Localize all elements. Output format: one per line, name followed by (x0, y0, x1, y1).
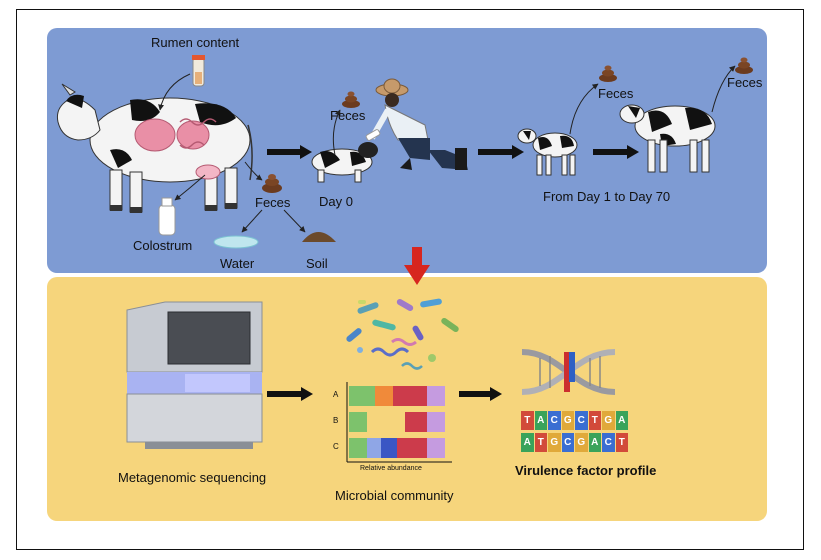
dna-bottom-base: A (588, 433, 601, 452)
cow-feces-label: Feces (255, 195, 291, 210)
dna-bottom-base: C (602, 433, 615, 452)
microbial-community-label: Microbial community (335, 488, 454, 503)
dna-helix-illustration (521, 349, 616, 395)
dna-top-base: T (588, 411, 601, 430)
sample-tube-icon (192, 55, 205, 87)
dna-bottom-base: C (561, 433, 574, 452)
cow-feces-icon (262, 174, 282, 193)
soil-icon (302, 232, 336, 242)
microbes-illustration (346, 298, 459, 370)
dna-bottom-base: T (534, 433, 547, 452)
rumen-content-label: Rumen content (151, 35, 240, 50)
older-calf-feces-label: Feces (727, 75, 763, 90)
dna-top-base: A (534, 411, 547, 430)
colostrum-bottle-icon (158, 197, 176, 236)
soil-label: Soil (306, 256, 328, 271)
dna-bottom-base: G (548, 433, 561, 452)
dna-top-base: G (561, 411, 574, 430)
dna-top-base: A (615, 411, 628, 430)
dna-top-base: G (602, 411, 615, 430)
virulence-factor-label: Virulence factor profile (515, 463, 657, 478)
young-calf-feces-icon (599, 65, 617, 82)
young-calf-illustration (517, 128, 578, 176)
calf-feces-icon (342, 91, 360, 108)
farmer-illustration (365, 78, 468, 170)
young-calf-feces-label: Feces (598, 86, 634, 101)
dna-bottom-base: G (575, 433, 588, 452)
water-icon (213, 235, 259, 249)
figure-frame (16, 9, 804, 550)
abundance-chart (346, 382, 452, 463)
sequencer-illustration (126, 301, 263, 449)
dna-bottom-base: A (521, 433, 534, 452)
bar-row-label-a: A (333, 390, 339, 399)
dna-top-base: C (575, 411, 588, 430)
dna-bottom-base: T (615, 433, 628, 452)
relative-abundance-label: Relative abundance (360, 465, 422, 472)
water-label: Water (220, 256, 255, 271)
older-calf-illustration (619, 104, 716, 173)
bar-row-label-b: B (333, 416, 339, 425)
transition-arrow (404, 247, 430, 285)
period-label: From Day 1 to Day 70 (543, 189, 671, 204)
dna-top-base: C (548, 411, 561, 430)
bar-row-label-c: C (333, 442, 339, 451)
older-calf-feces-icon (735, 57, 753, 74)
day0-label: Day 0 (319, 194, 353, 209)
dna-top-base: T (521, 411, 534, 430)
metagenomic-sequencing-label: Metagenomic sequencing (118, 470, 267, 485)
cow-illustration (57, 83, 253, 213)
calf-feces-label: Feces (330, 108, 366, 123)
colostrum-label: Colostrum (133, 238, 193, 253)
newborn-calf-illustration (311, 142, 378, 183)
